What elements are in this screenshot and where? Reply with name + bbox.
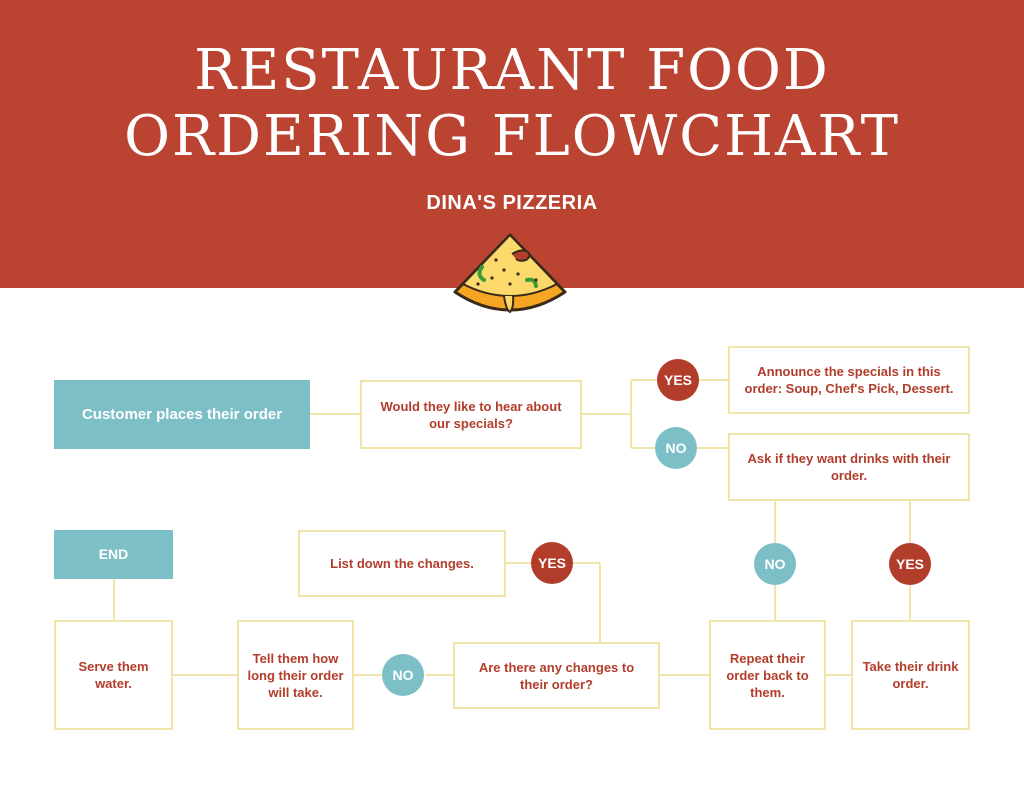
- changes-yes-badge: YES: [531, 542, 573, 584]
- announce-specials-node: Announce the specials in this order: Sou…: [728, 346, 970, 414]
- serve-water-node: Serve them water.: [54, 620, 173, 730]
- page-title: RESTAURANT FOOD ORDERING FLOWCHART: [0, 38, 1024, 170]
- start-node: Customer places their order: [54, 380, 310, 449]
- page-subtitle: DINA'S PIZZERIA: [426, 192, 598, 214]
- repeat-order-node: Repeat their order back to them.: [709, 620, 826, 730]
- changes-question-node: Are there any changes to their order?: [453, 642, 660, 709]
- changes-no-badge: NO: [382, 654, 424, 696]
- tell-wait-time-node: Tell them how long their order will take…: [237, 620, 354, 730]
- pizza-slice-icon: [453, 233, 567, 314]
- drinks-yes-badge: YES: [889, 543, 931, 585]
- specials-no-badge: NO: [655, 427, 697, 469]
- title-line-1: RESTAURANT FOOD: [194, 38, 830, 103]
- specials-question-node: Would they like to hear about our specia…: [360, 380, 582, 449]
- ask-drinks-node: Ask if they want drinks with their order…: [728, 433, 970, 501]
- specials-yes-badge: YES: [657, 359, 699, 401]
- take-drink-order-node: Take their drink order.: [851, 620, 970, 730]
- end-node: END: [54, 530, 173, 579]
- list-changes-node: List down the changes.: [298, 530, 506, 597]
- title-line-2: ORDERING FLOWCHART: [124, 104, 900, 169]
- drinks-no-badge: NO: [754, 543, 796, 585]
